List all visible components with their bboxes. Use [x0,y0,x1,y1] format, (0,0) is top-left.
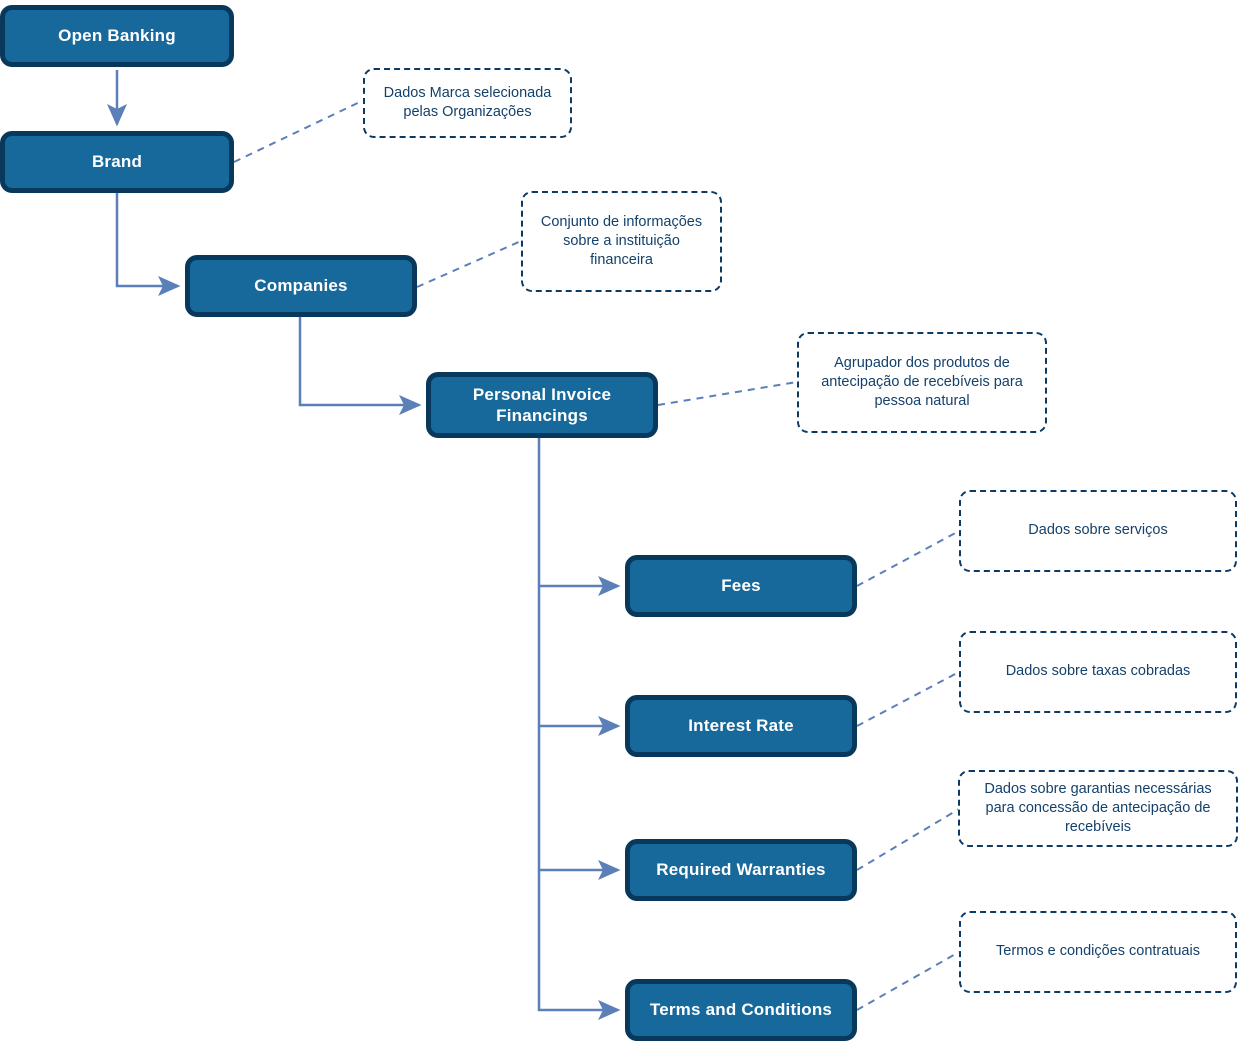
node-terms-and-conditions-label: Terms and Conditions [649,999,833,1019]
note-terms-and-conditions-text: Termos e condições contratuais [996,943,1200,960]
leader-personal-invoice-financings-to-note [657,381,798,406]
node-interest-rate[interactable]: Interest Rate [625,695,857,757]
node-fees-label: Fees [721,575,761,595]
note-required-warranties: Dados sobre garantias necessárias para c… [958,770,1238,847]
leader-brand-to-note [233,99,365,163]
edge-personal-invoice-financings-to-required-warranties [537,726,621,880]
node-personal-invoice-financings[interactable]: Personal Invoice Financings [426,372,658,438]
node-fees[interactable]: Fees [625,555,857,617]
edge-personal-invoice-financings-to-terms-and-conditions [537,870,621,1020]
note-personal-invoice-financings: Agrupador dos produtos de antecipação de… [797,332,1047,433]
node-companies-label: Companies [254,275,348,295]
leader-fees-to-note [856,530,960,587]
note-brand-text: Dados Marca selecionada pelas Organizaçõ… [383,84,552,120]
note-terms-and-conditions: Termos e condições contratuais [959,911,1237,993]
edge-companies-to-personal-invoice-financings [298,317,422,415]
note-required-warranties-text: Dados sobre garantias necessárias para c… [984,780,1212,836]
node-required-warranties-label: Required Warranties [656,859,826,879]
edge-brand-to-companies [115,193,181,296]
node-brand-label: Brand [91,151,143,171]
leader-terms-and-conditions-to-note [856,951,960,1011]
note-fees: Dados sobre serviços [959,490,1237,572]
leader-interest-rate-to-note [856,671,960,727]
node-personal-invoice-financings-label-line2: Financings [496,406,588,425]
leader-companies-to-note [416,240,522,288]
note-interest-rate-text: Dados sobre taxas cobradas [1005,663,1191,680]
node-interest-rate-label: Interest Rate [688,715,794,735]
note-brand: Dados Marca selecionada pelas Organizaçõ… [363,68,572,138]
edge-personal-invoice-financings-to-fees [537,437,621,596]
node-companies[interactable]: Companies [185,255,417,317]
note-companies: Conjunto de informações sobre a institui… [521,191,722,292]
node-personal-invoice-financings-label-line1: Personal Invoice [472,384,612,404]
node-required-warranties[interactable]: Required Warranties [625,839,857,901]
node-open-banking-label: Open Banking [58,25,176,45]
note-personal-invoice-financings-text: Agrupador dos produtos de antecipação de… [821,354,1023,410]
node-brand[interactable]: Brand [0,131,234,193]
node-open-banking[interactable]: Open Banking [0,5,234,67]
note-interest-rate: Dados sobre taxas cobradas [959,631,1237,713]
note-fees-text: Dados sobre serviços [1028,522,1168,539]
edge-personal-invoice-financings-to-interest-rate [537,586,621,736]
node-terms-and-conditions[interactable]: Terms and Conditions [625,979,857,1041]
note-companies-text: Conjunto de informações sobre a institui… [540,213,703,269]
leader-required-warranties-to-note [856,808,960,871]
